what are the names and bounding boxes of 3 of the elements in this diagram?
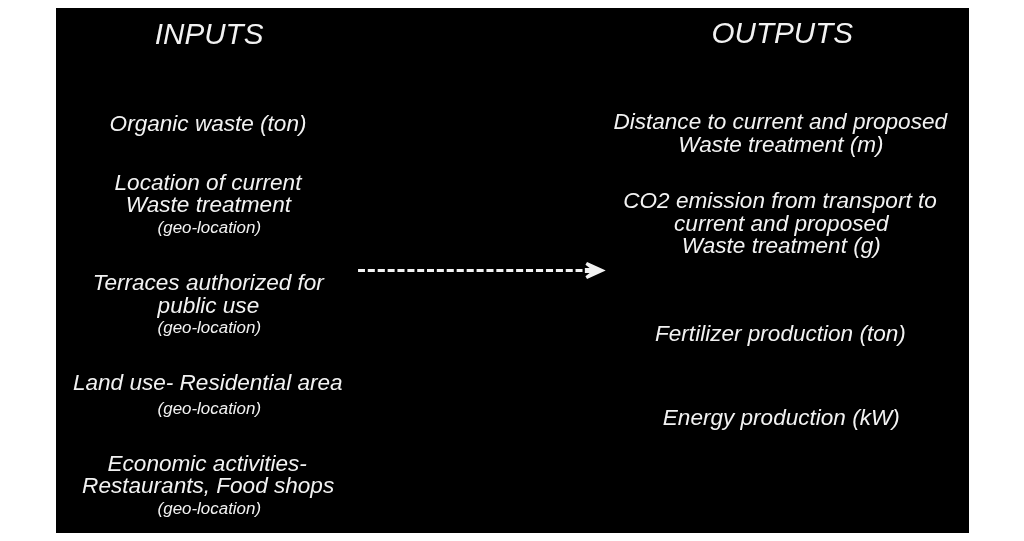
node-text: OUTPUTS Distance to current and proposed Waste treatment (m) CO2 emission from transport to current and proposed Waste treatment (g) Fertilizer production (ton) Energy production (kW) (612, 16, 947, 431)
arrow (357, 261, 603, 280)
node-text: INPUTS Organic waste (ton) Location of current Waste treatment (geo-location) Terraces authorized for public use (geo-location) Land use- Residential area (geo-location) Economic activities- Restaurants, Food shops (geo-location) (72, 17, 343, 519)
